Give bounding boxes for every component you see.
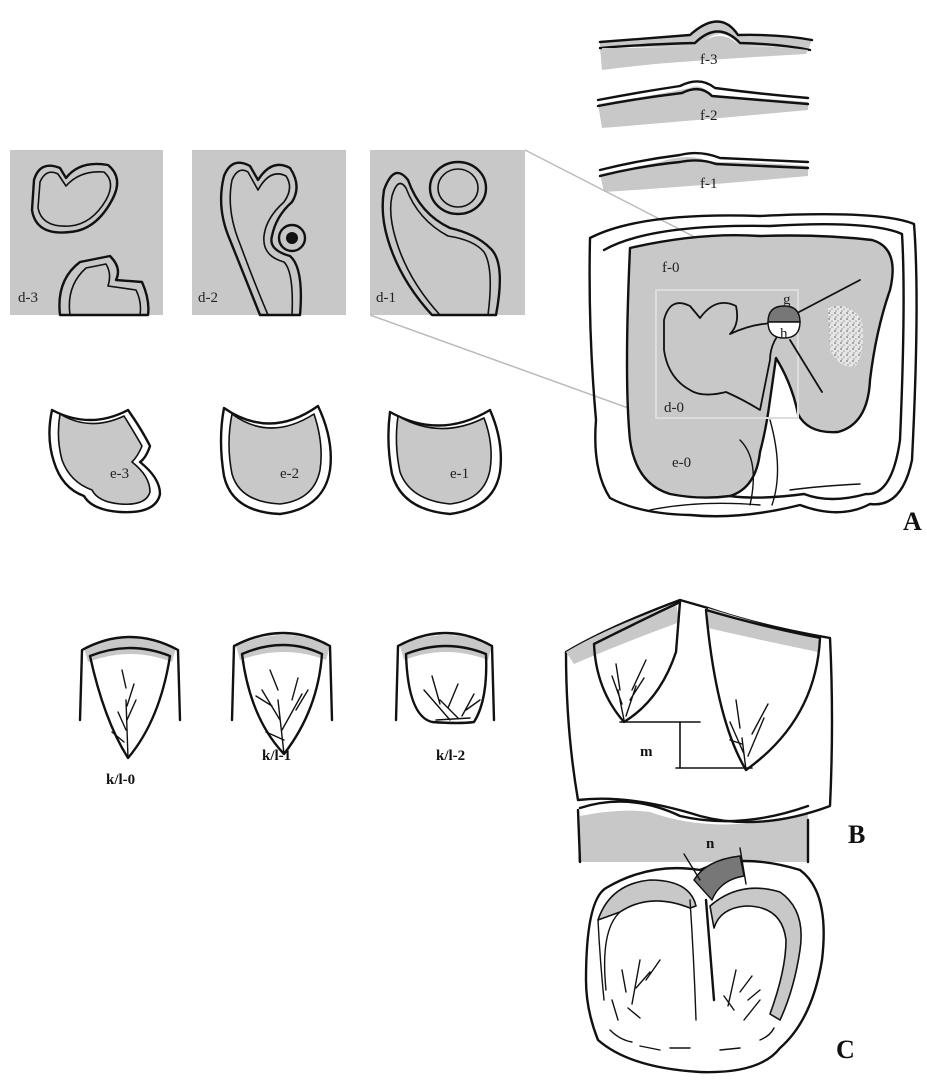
label-e0: e-0 [672, 455, 691, 471]
tooth-b-main: m [566, 600, 832, 862]
label-d1: d-1 [376, 290, 396, 306]
e3-section: e-3 [49, 410, 160, 512]
label-n: n [706, 836, 715, 852]
tooth-c-main: n [586, 836, 824, 1072]
label-kl1: k/l-1 [262, 748, 291, 764]
panel-label-b: B [848, 820, 865, 849]
label-g: g [783, 292, 791, 308]
kl1-section: k/l-1 [232, 633, 332, 764]
panel-b: k/l-0 k/l-1 k/l-2 [80, 600, 865, 862]
panel-c: n C [586, 836, 855, 1072]
label-e1: e-1 [450, 466, 469, 482]
tooth-a-main: g h f-0 d-0 e-0 [590, 214, 917, 516]
label-d0: d-0 [664, 400, 684, 416]
e2-section: e-2 [221, 406, 331, 514]
label-d3: d-3 [18, 290, 38, 306]
d1-section: d-1 [370, 150, 525, 315]
label-kl0: k/l-0 [106, 772, 135, 788]
label-f2: f-2 [700, 108, 718, 124]
panel-a: f-3 f-2 f-1 d-3 [10, 22, 922, 537]
kl0-section: k/l-0 [80, 637, 180, 788]
f2-section: f-2 [598, 81, 808, 128]
f1-section: f-1 [600, 153, 808, 192]
d2-section: d-2 [192, 150, 346, 315]
label-f0: f-0 [662, 260, 680, 276]
label-e2: e-2 [280, 466, 299, 482]
d3-section: d-3 [10, 150, 163, 315]
e1-section: e-1 [388, 410, 500, 514]
label-h: h [780, 326, 788, 342]
label-m: m [640, 744, 653, 760]
label-d2: d-2 [198, 290, 218, 306]
kl2-section: k/l-2 [396, 633, 494, 764]
connector-line-bottom [370, 315, 656, 418]
label-e3: e-3 [110, 466, 129, 482]
label-kl2: k/l-2 [436, 748, 465, 764]
label-f3: f-3 [700, 52, 718, 68]
panel-label-a: A [903, 507, 922, 536]
panel-label-c: C [836, 1035, 855, 1064]
f3-section: f-3 [600, 22, 812, 71]
label-f1: f-1 [700, 176, 718, 192]
